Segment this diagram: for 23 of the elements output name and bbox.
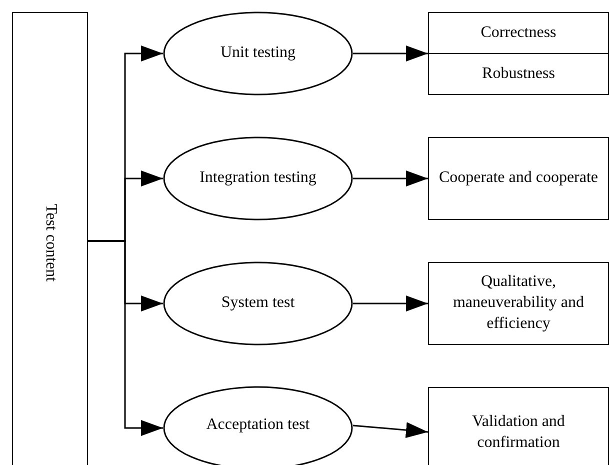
arrow xyxy=(353,46,428,62)
arrow xyxy=(353,170,428,186)
node-label: Integration testing xyxy=(200,168,316,188)
node-label: Correctness xyxy=(480,22,556,43)
node-label: Unit testing xyxy=(220,43,296,64)
result-box xyxy=(428,387,609,465)
result-box xyxy=(428,137,609,220)
node-label: Cooperate and cooperate xyxy=(438,168,598,188)
category-box xyxy=(12,12,88,465)
arrow xyxy=(352,422,428,438)
node-label: System test xyxy=(221,293,295,314)
arrow xyxy=(353,296,428,312)
node-label: Robustness xyxy=(482,64,555,84)
test-type-ellipse xyxy=(163,137,353,220)
node-label: Acceptation test xyxy=(206,415,310,436)
node-label: Test content xyxy=(41,204,60,282)
arrow xyxy=(88,240,163,436)
result-box xyxy=(428,262,609,345)
node-label: Validation and confirmation xyxy=(471,412,566,452)
test-type-ellipse xyxy=(163,262,353,345)
test-type-ellipse xyxy=(163,12,353,95)
node-label: Qualitative, maneuverability and efficiency xyxy=(452,272,586,334)
result-box xyxy=(428,12,609,95)
